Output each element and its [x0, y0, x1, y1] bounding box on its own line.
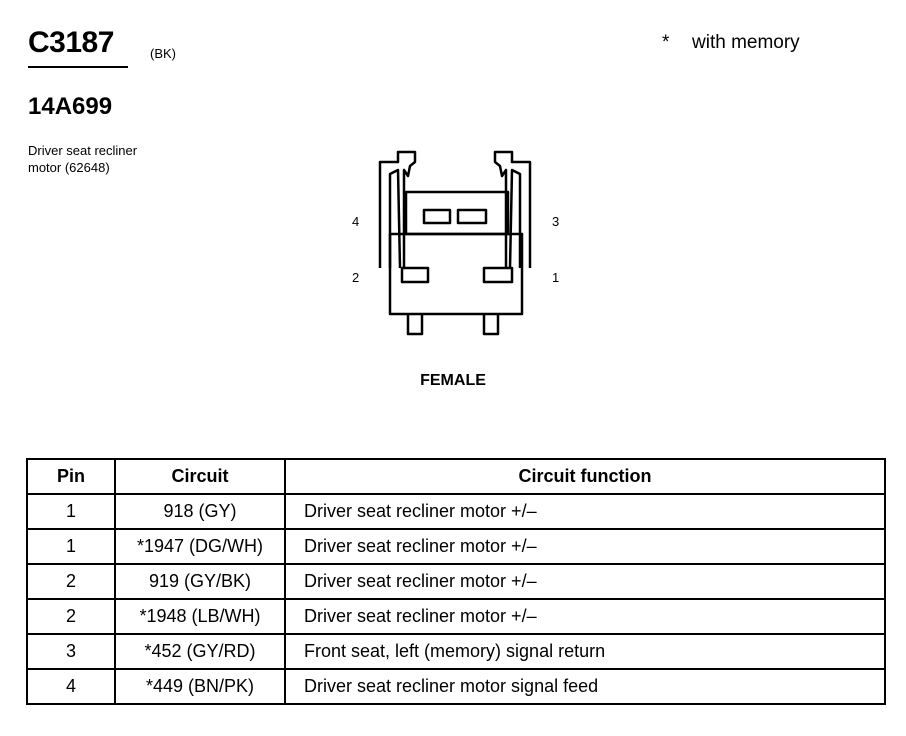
cell-function: Driver seat recliner motor +/– [284, 598, 886, 635]
cell-circuit: *1948 (LB/WH) [114, 598, 286, 635]
cell-circuit: *449 (BN/PK) [114, 668, 286, 705]
cell-circuit: 919 (GY/BK) [114, 563, 286, 600]
cavity-3 [456, 208, 488, 225]
pin-table: Pin Circuit Circuit function 1 918 (GY) … [26, 458, 886, 705]
connector-id: C3187 [28, 26, 114, 59]
component-line-2: motor (62648) [28, 160, 110, 175]
left-latch [378, 150, 417, 268]
cell-circuit: *452 (GY/RD) [114, 633, 286, 670]
table-header-row: Pin Circuit Circuit function [26, 458, 886, 495]
pin-label-2: 2 [352, 270, 359, 285]
cavity-1 [482, 266, 514, 284]
table-row: 2 *1948 (LB/WH) Driver seat recliner mot… [26, 598, 886, 635]
table-row: 2 919 (GY/BK) Driver seat recliner motor… [26, 563, 886, 600]
header-pin: Pin [26, 458, 116, 495]
cell-pin: 3 [26, 633, 116, 670]
cell-circuit: 918 (GY) [114, 493, 286, 530]
table-row: 1 918 (GY) Driver seat recliner motor +/… [26, 493, 886, 530]
cell-circuit: *1947 (DG/WH) [114, 528, 286, 565]
header-function: Circuit function [284, 458, 886, 495]
pin-label-4: 4 [352, 214, 359, 229]
table-row: 3 *452 (GY/RD) Front seat, left (memory)… [26, 633, 886, 670]
table-row: 1 *1947 (DG/WH) Driver seat recliner mot… [26, 528, 886, 565]
legend-text: with memory [692, 32, 800, 53]
cell-function: Driver seat recliner motor +/– [284, 493, 886, 530]
cell-function: Driver seat recliner motor +/– [284, 563, 886, 600]
pin-label-3: 3 [552, 214, 559, 229]
cell-function: Driver seat recliner motor signal feed [284, 668, 886, 705]
connector-color: (BK) [150, 46, 176, 61]
table-row: 4 *449 (BN/PK) Driver seat recliner moto… [26, 668, 886, 705]
cell-pin: 1 [26, 493, 116, 530]
cell-pin: 4 [26, 668, 116, 705]
main-housing [388, 232, 524, 316]
legend: * with memory [662, 32, 800, 54]
bottom-terminal-left [406, 314, 424, 336]
left-latch-inner [388, 168, 402, 269]
cell-pin: 2 [26, 563, 116, 600]
connector-gender-label: FEMALE [420, 372, 486, 389]
legend-symbol: * [662, 32, 670, 53]
right-latch [493, 150, 532, 268]
pin-label-1: 1 [552, 270, 559, 285]
cavity-4 [422, 208, 452, 225]
connector-face-diagram: 4 3 2 1 [352, 150, 559, 336]
title-underline [28, 66, 128, 68]
component-line-1: Driver seat recliner [28, 143, 138, 158]
part-number: 14A699 [28, 93, 113, 120]
connector-gender: FEMALE [0, 372, 906, 390]
cell-pin: 2 [26, 598, 116, 635]
cell-function: Driver seat recliner motor +/– [284, 528, 886, 565]
cavity-2 [400, 266, 430, 284]
component-description: Driver seat recliner motor (62648) [28, 142, 137, 176]
cell-pin: 1 [26, 528, 116, 565]
header-circuit: Circuit [114, 458, 286, 495]
bottom-terminal-right [482, 314, 500, 336]
cell-function: Front seat, left (memory) signal return [284, 633, 886, 670]
right-latch-inner [508, 168, 522, 269]
